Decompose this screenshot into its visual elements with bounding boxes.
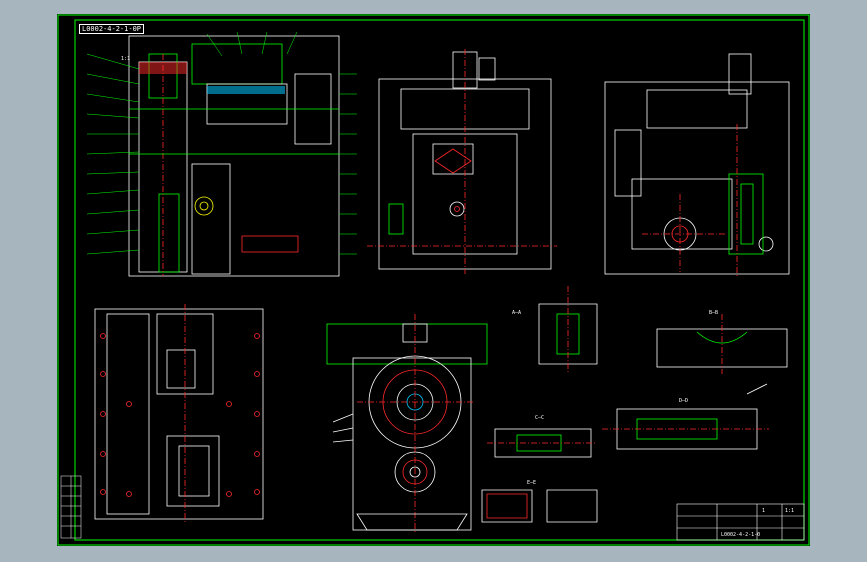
title-block-sheet: 1 — [762, 508, 765, 514]
section-detail-c — [487, 428, 597, 458]
front-elevation-view — [367, 49, 557, 274]
drawing-number-tag: L0002-4-2-1-0P — [79, 24, 145, 34]
title-block-drawing-no: L0002-4-2-1-0 — [721, 532, 760, 538]
side-elevation-view — [604, 53, 790, 276]
section-detail-b — [656, 314, 788, 374]
section-label-c: C—C — [535, 415, 544, 421]
gear-housing-view — [326, 314, 488, 534]
drawing-sheet: L0002-4-2-1-0P — [57, 14, 810, 546]
title-block-scale: 1:1 — [785, 508, 794, 514]
title-block — [676, 503, 805, 541]
section-label-d: D—D — [679, 398, 688, 404]
section-detail-e — [481, 489, 598, 523]
section-detail-a — [538, 286, 598, 374]
section-detail-d — [602, 383, 769, 450]
cad-drawing: A—A B—B C—C D—D E—E 1:1 L0002-4-2-1-0 1 … — [57, 14, 810, 546]
section-label-a: A—A — [512, 310, 521, 316]
parts-list-block — [60, 475, 82, 539]
main-section-leaders — [86, 31, 357, 255]
section-label-b: B—B — [709, 310, 718, 316]
outer-frame — [57, 14, 810, 546]
scale-note: 1:1 — [121, 56, 130, 62]
inner-frame — [74, 19, 805, 541]
main-section-view — [128, 35, 340, 277]
section-label-e: E—E — [527, 480, 536, 486]
plan-view — [94, 304, 264, 524]
